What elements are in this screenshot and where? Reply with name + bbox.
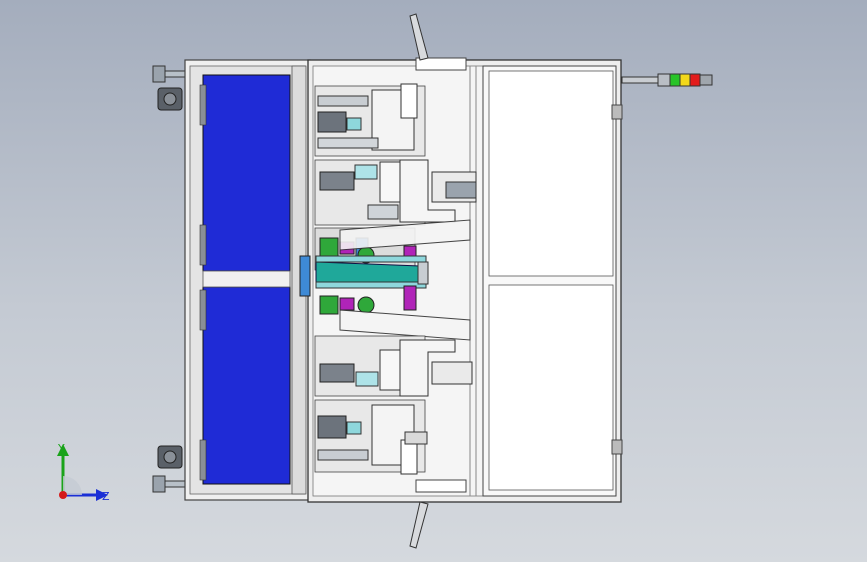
right-panel-lower xyxy=(488,284,614,491)
y-axis-label: Y xyxy=(57,442,65,455)
fork-bottom xyxy=(409,501,429,549)
signal-tower xyxy=(621,73,713,87)
blue-panel-lower xyxy=(202,286,291,485)
origin-point xyxy=(59,491,67,499)
blue-panel-upper xyxy=(202,74,291,272)
fork-top xyxy=(409,13,429,61)
orientation-triad: Y Z xyxy=(57,442,110,503)
assembly-mechanism xyxy=(299,83,477,475)
left-cabinet xyxy=(184,59,311,501)
caster-top-left xyxy=(152,65,186,111)
caster-bottom-left xyxy=(152,445,186,493)
z-axis-label: Z xyxy=(102,490,110,503)
right-panel-upper xyxy=(488,70,614,277)
